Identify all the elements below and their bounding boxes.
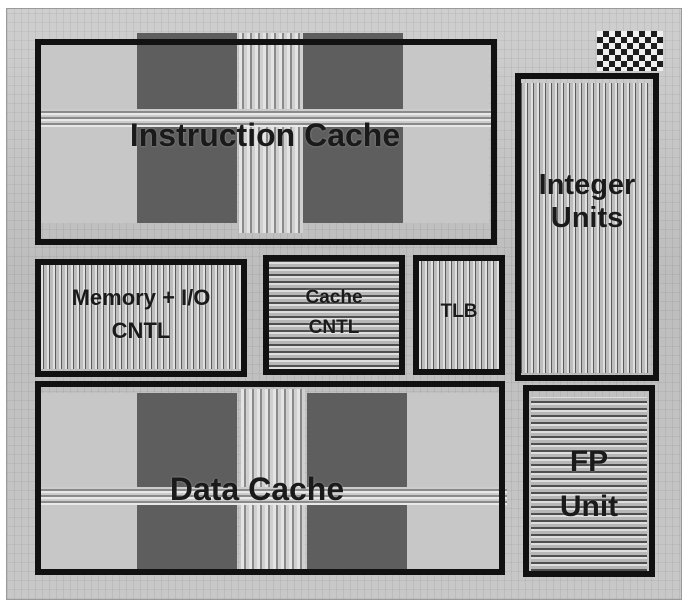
die-photo: Instruction Cache Integer Units Memory +…	[6, 8, 682, 600]
instruction-cache-label: Instruction Cache	[105, 117, 425, 154]
integer-units-label: Integer Units	[519, 169, 655, 236]
fp-unit-label: FP Unit	[529, 439, 649, 529]
pad-checker-pattern	[597, 31, 663, 71]
cache-cntl-label: Cache CNTL	[269, 283, 399, 344]
data-cache-label: Data Cache	[127, 471, 387, 508]
memory-io-cntl-label: Memory + I/O CNTL	[41, 281, 241, 347]
tlb-label: TLB	[419, 301, 499, 323]
